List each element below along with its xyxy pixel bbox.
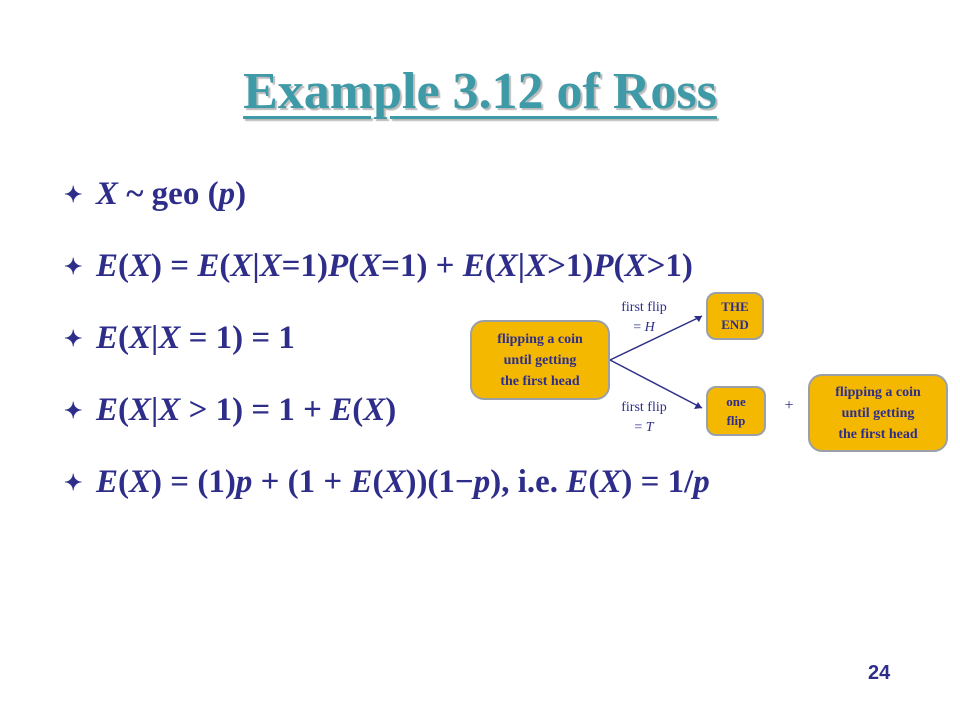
four-point-star-icon: ✦ <box>64 253 83 279</box>
four-point-star-icon: ✦ <box>64 397 83 423</box>
bullet-text: E(X) = (1)p + (1 + E(X))(1−p), i.e. E(X)… <box>96 464 710 500</box>
bullet-item: ✦ E(X|X > 1) = 1 + E(X) <box>64 392 396 429</box>
bullet-item: ✦ X ~ geo (p) <box>64 176 246 213</box>
plus-sign: + <box>784 397 794 414</box>
bullet-item: ✦ E(X) = (1)p + (1 + E(X))(1−p), i.e. E(… <box>64 464 710 501</box>
four-point-star-icon: ✦ <box>64 469 83 495</box>
bullet-text: X ~ geo (p) <box>96 176 247 212</box>
bullet-text: E(X|X > 1) = 1 + E(X) <box>96 392 397 428</box>
four-point-star-icon: ✦ <box>64 325 83 351</box>
heads-arrowhead <box>694 316 702 322</box>
bullet-text: E(X|X = 1) = 1 <box>96 320 295 356</box>
four-point-star-icon: ✦ <box>64 181 83 207</box>
heads-branch-label: first flip= H <box>621 300 667 335</box>
slide-title: Example 3.12 of Ross <box>243 63 717 120</box>
tails-arrowhead <box>694 402 702 409</box>
bullet-text: E(X) = E(X|X=1)P(X=1) + E(X|X>1)P(X>1) <box>96 248 693 284</box>
page-number: 24 <box>868 662 891 684</box>
bullet-item: ✦ E(X|X = 1) = 1 <box>64 320 295 357</box>
tails-branch-label: first flip= T <box>621 400 667 435</box>
bullet-item: ✦ E(X) = E(X|X=1)P(X=1) + E(X|X>1)P(X>1) <box>64 248 693 285</box>
